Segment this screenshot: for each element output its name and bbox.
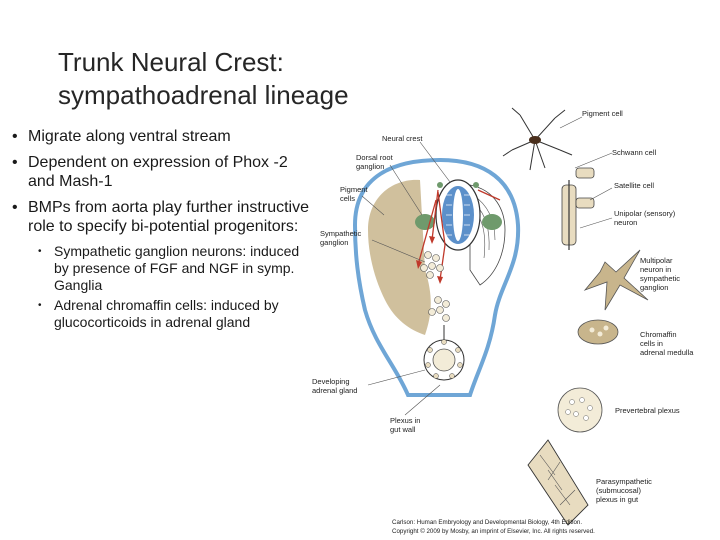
title-line-2: sympathoadrenal lineage bbox=[58, 80, 349, 110]
label-developing-adrenal-gland: Developing bbox=[312, 377, 350, 386]
mesoderm-region bbox=[368, 179, 431, 335]
label-pigment-cells: Pigment bbox=[340, 185, 368, 194]
sub-bullet-text: Sympathetic ganglion neurons: induced by… bbox=[54, 243, 300, 293]
label-plexus-gut-wall: Plexus in bbox=[390, 416, 420, 425]
sympathetic-ganglion-cells bbox=[420, 251, 450, 322]
bullet-text: Migrate along ventral stream bbox=[28, 128, 231, 145]
figure-credit: Copyright © 2009 by Mosby, an imprint of… bbox=[392, 528, 595, 535]
neural-tube-lumen bbox=[453, 189, 463, 241]
neural-crest-diagram: Neural crest Dorsal root ganglion Pigmen… bbox=[312, 107, 694, 535]
bullet-marker: • bbox=[12, 154, 18, 171]
bullet-item: • BMPs from aorta play further instructi… bbox=[12, 198, 312, 236]
sub-bullet-marker: • bbox=[38, 300, 42, 311]
label-parasympathetic-plexus: plexus in gut bbox=[596, 495, 639, 504]
dorsal-root-ganglion-right bbox=[482, 214, 502, 230]
prevertebral-plexus-icon bbox=[557, 387, 603, 433]
gut-wall-cells bbox=[425, 339, 463, 379]
neural-crest-cell bbox=[473, 182, 479, 188]
label-chromaffin-cells: Chromaffin bbox=[640, 330, 677, 339]
bullet-list: • Migrate along ventral stream • Depende… bbox=[12, 127, 312, 334]
pigment-cell-icon bbox=[502, 107, 573, 171]
gut-tube-inner bbox=[432, 348, 456, 372]
label-parasympathetic-plexus: Parasympathetic bbox=[596, 477, 652, 486]
label-developing-adrenal-gland: adrenal gland bbox=[312, 386, 357, 395]
bullet-item: • Migrate along ventral stream bbox=[12, 127, 312, 146]
figure-credit: Carlson: Human Embryology and Developmen… bbox=[392, 519, 582, 526]
label-multipolar-neuron: neuron in bbox=[640, 265, 671, 274]
bullet-marker: • bbox=[12, 128, 18, 145]
migration-arrows bbox=[417, 189, 501, 281]
bullet-text: BMPs from aorta play further instructive… bbox=[28, 199, 309, 235]
sub-bullet-marker: • bbox=[38, 246, 42, 257]
bullet-item: • Dependent on expression of Phox -2 and… bbox=[12, 153, 312, 191]
label-parasympathetic-plexus: (submucosal) bbox=[596, 486, 642, 495]
label-chromaffin-cells: adrenal medulla bbox=[640, 348, 694, 357]
multipolar-neuron-icon bbox=[583, 249, 649, 311]
parasympathetic-plexus-icon bbox=[527, 439, 589, 526]
slide-title: Trunk Neural Crest: sympathoadrenal line… bbox=[58, 46, 438, 112]
chromaffin-cells-icon bbox=[577, 319, 619, 345]
leader-lines bbox=[361, 116, 613, 416]
label-unipolar-neuron: neuron bbox=[614, 218, 637, 227]
label-multipolar-neuron: Multipolar bbox=[640, 256, 673, 265]
label-unipolar-neuron: Unipolar (sensory) bbox=[614, 209, 676, 218]
bullet-text: Dependent on expression of Phox -2 and M… bbox=[28, 154, 288, 190]
neural-crest-cell bbox=[437, 182, 443, 188]
bullet-marker: • bbox=[12, 199, 18, 216]
neural-tube-cells bbox=[446, 194, 470, 236]
label-neural-crest: Neural crest bbox=[382, 134, 423, 143]
label-dorsal-root-ganglion: ganglion bbox=[356, 162, 384, 171]
label-plexus-gut-wall: gut wall bbox=[390, 425, 416, 434]
arrowheads bbox=[416, 236, 443, 284]
dorsal-root-ganglion bbox=[415, 214, 435, 230]
label-prevertebral-plexus: Prevertebral plexus bbox=[615, 406, 680, 415]
label-pigment-cell: Pigment cell bbox=[582, 109, 623, 118]
pigment-cell-nucleus bbox=[529, 136, 541, 144]
schwann-cell-icon bbox=[561, 167, 595, 250]
sub-bullet-text: Adrenal chromaffin cells: induced by glu… bbox=[54, 297, 279, 330]
label-sympathetic-ganglion: Sympathetic bbox=[320, 229, 362, 238]
label-sympathetic-ganglion: ganglion bbox=[320, 238, 348, 247]
label-chromaffin-cells: cells in bbox=[640, 339, 663, 348]
label-multipolar-neuron: ganglion bbox=[640, 283, 668, 292]
sub-bullet-item: • Adrenal chromaffin cells: induced by g… bbox=[38, 297, 312, 331]
label-multipolar-neuron: sympathetic bbox=[640, 274, 680, 283]
title-line-1: Trunk Neural Crest: bbox=[58, 47, 284, 77]
label-satellite-cell: Satellite cell bbox=[614, 181, 654, 190]
label-dorsal-root-ganglion: Dorsal root bbox=[356, 153, 394, 162]
label-pigment-cells: cells bbox=[340, 194, 355, 203]
label-schwann-cell: Schwann cell bbox=[612, 148, 657, 157]
sub-bullet-item: • Sympathetic ganglion neurons: induced … bbox=[38, 243, 312, 294]
